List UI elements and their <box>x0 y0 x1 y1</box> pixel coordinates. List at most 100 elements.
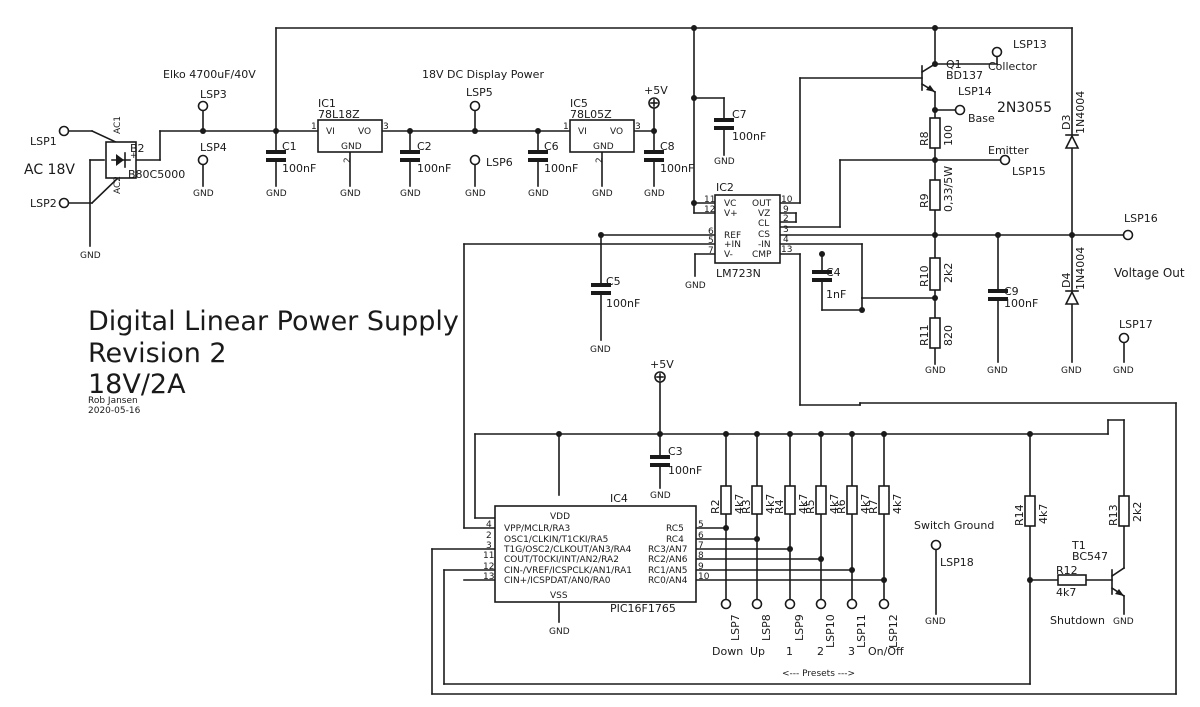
capacitor-c4: C4 1nF <box>812 266 846 301</box>
ic1-ref: IC1 <box>318 97 336 110</box>
lsp11-label: LSP11 <box>855 614 868 648</box>
ic4-pin-num: 13 <box>483 572 494 582</box>
gnd-label: GND <box>266 189 287 199</box>
display-power-label: 18V DC Display Power <box>422 68 544 81</box>
r2-ref: R2 <box>709 499 722 514</box>
bridge-value: B80C5000 <box>128 168 185 181</box>
ic2-pin-name: V+ <box>724 209 738 219</box>
test-point-lsp18[interactable] <box>930 539 942 551</box>
d4-value: 1N4004 <box>1074 247 1087 290</box>
lsp18-label: LSP18 <box>940 556 974 569</box>
lsp14-label: LSP14 <box>958 85 992 98</box>
preset-down-label: Down <box>712 645 743 658</box>
lsp9-label: LSP9 <box>793 614 806 641</box>
lsp5-label: LSP5 <box>466 86 493 99</box>
pullup-resistor-r3: R3 4k7 LSP8 Up <box>740 485 777 658</box>
emitter-label: Emitter <box>988 144 1029 157</box>
c4-value: 1nF <box>826 288 846 301</box>
test-point-lsp14[interactable] <box>954 104 966 116</box>
bridge-plus: + <box>130 151 138 161</box>
transistor-t1: T1 BC547 Shutdown GND <box>1050 539 1134 627</box>
gnd-label: GND <box>650 491 671 501</box>
test-point-lsp16[interactable] <box>1122 229 1134 241</box>
gnd-label: GND <box>193 189 214 199</box>
ic1-pin2: 2 <box>343 157 353 163</box>
gnd-label: GND <box>1113 366 1134 376</box>
test-point-lsp9[interactable] <box>784 598 796 610</box>
ic5-gnd: GND <box>593 142 614 152</box>
test-point-lsp2[interactable] <box>58 197 70 209</box>
gnd-label: GND <box>925 366 946 376</box>
diode-d3: D3 1N4004 <box>1060 91 1087 149</box>
diode-icon <box>116 154 124 166</box>
r12-value: 4k7 <box>1056 586 1076 599</box>
date: 2020-05-16 <box>88 406 141 416</box>
test-point-lsp13[interactable] <box>991 46 1003 58</box>
r6-value: 4k7 <box>859 494 872 514</box>
c8-value: 100nF <box>660 162 694 175</box>
lsp1-label: LSP1 <box>30 135 57 148</box>
ic4-pin-name: RC4 <box>666 535 684 545</box>
vcc-label: +5V <box>650 358 674 371</box>
ic1-gnd: GND <box>341 142 362 152</box>
capacitor-c3: C3 100nF GND <box>650 445 702 501</box>
test-point-lsp15[interactable] <box>999 154 1011 166</box>
c5-ref: C5 <box>606 275 621 288</box>
c6-ref: C6 <box>544 140 559 153</box>
c1-ref: C1 <box>282 140 297 153</box>
c7-value: 100nF <box>732 130 766 143</box>
gnd-label: GND <box>590 345 611 355</box>
resistor-r14: R14 4k7 <box>1013 495 1050 527</box>
test-point-lsp7[interactable] <box>720 598 732 610</box>
test-point-lsp12[interactable] <box>878 598 890 610</box>
ic2-pin-name: VC <box>724 199 736 209</box>
ic4-pin-name: CIN+/ICSPDAT/AN0/RA0 <box>504 576 611 586</box>
ac-input-label: AC 18V <box>24 162 75 178</box>
test-point-lsp8[interactable] <box>751 598 763 610</box>
ic2-pin-name: V- <box>724 250 733 260</box>
ic5-body <box>569 119 635 153</box>
resistor-r10: R10 2k2 <box>918 257 955 291</box>
lsp6-label: LSP6 <box>486 156 513 169</box>
gnd-label: GND <box>1061 366 1082 376</box>
lsp10-label: LSP10 <box>824 614 837 648</box>
test-point-lsp3[interactable] <box>197 100 209 112</box>
ic2-pin-num: 6 <box>708 227 714 237</box>
title-line-3: 18V/2A <box>88 369 186 400</box>
ic2-pin-name: CMP <box>752 250 772 260</box>
ic4-pin-name: RC0/AN4 <box>648 576 688 586</box>
gnd-label: GND <box>644 189 665 199</box>
test-point-lsp17[interactable] <box>1118 332 1130 344</box>
r3-value: 4k7 <box>764 494 777 514</box>
switch-ground: Switch Ground LSP18 GND <box>914 519 994 627</box>
base-label: Base <box>968 112 995 125</box>
r7-ref: R7 <box>867 499 880 514</box>
test-point-lsp11[interactable] <box>846 598 858 610</box>
test-point-lsp4[interactable] <box>197 154 209 166</box>
lsp13-label: LSP13 <box>1013 38 1047 51</box>
test-point-lsp10[interactable] <box>815 598 827 610</box>
ic4-pin-name: OSC1/CLKIN/T1CKI/RA5 <box>504 535 608 545</box>
transistor-q1: Q1 BD137 <box>920 58 983 94</box>
r10-value: 2k2 <box>942 263 955 283</box>
ic4-pin-name: RC1/AN5 <box>648 566 687 576</box>
r10-ref: R10 <box>918 265 931 287</box>
r9-value: 0,33/5W <box>942 166 955 212</box>
r9-ref: R9 <box>918 193 931 208</box>
pullup-resistor-r7: R7 4k7 LSP12 On/Off <box>867 485 904 658</box>
gnd-label: GND <box>465 189 486 199</box>
ic4-vdd: VDD <box>550 512 570 522</box>
ic4-pin-name: RC2/AN6 <box>648 555 688 565</box>
ic2-value: LM723N <box>716 267 761 280</box>
ic2-pin-num: 4 <box>783 235 789 245</box>
regulator-ic5: IC5 78L05Z VI VO GND 1 3 2 GND <box>563 97 641 199</box>
c5-value: 100nF <box>606 297 640 310</box>
ic1-body <box>317 119 383 153</box>
test-point-lsp6[interactable] <box>469 154 481 166</box>
ic4-vss: VSS <box>550 591 568 601</box>
test-point-lsp5[interactable] <box>469 100 481 112</box>
lsp16-label: LSP16 <box>1124 212 1158 225</box>
test-point-lsp1[interactable] <box>58 125 70 137</box>
lsp2-label: LSP2 <box>30 197 57 210</box>
ic5-pin2: 2 <box>595 157 605 163</box>
